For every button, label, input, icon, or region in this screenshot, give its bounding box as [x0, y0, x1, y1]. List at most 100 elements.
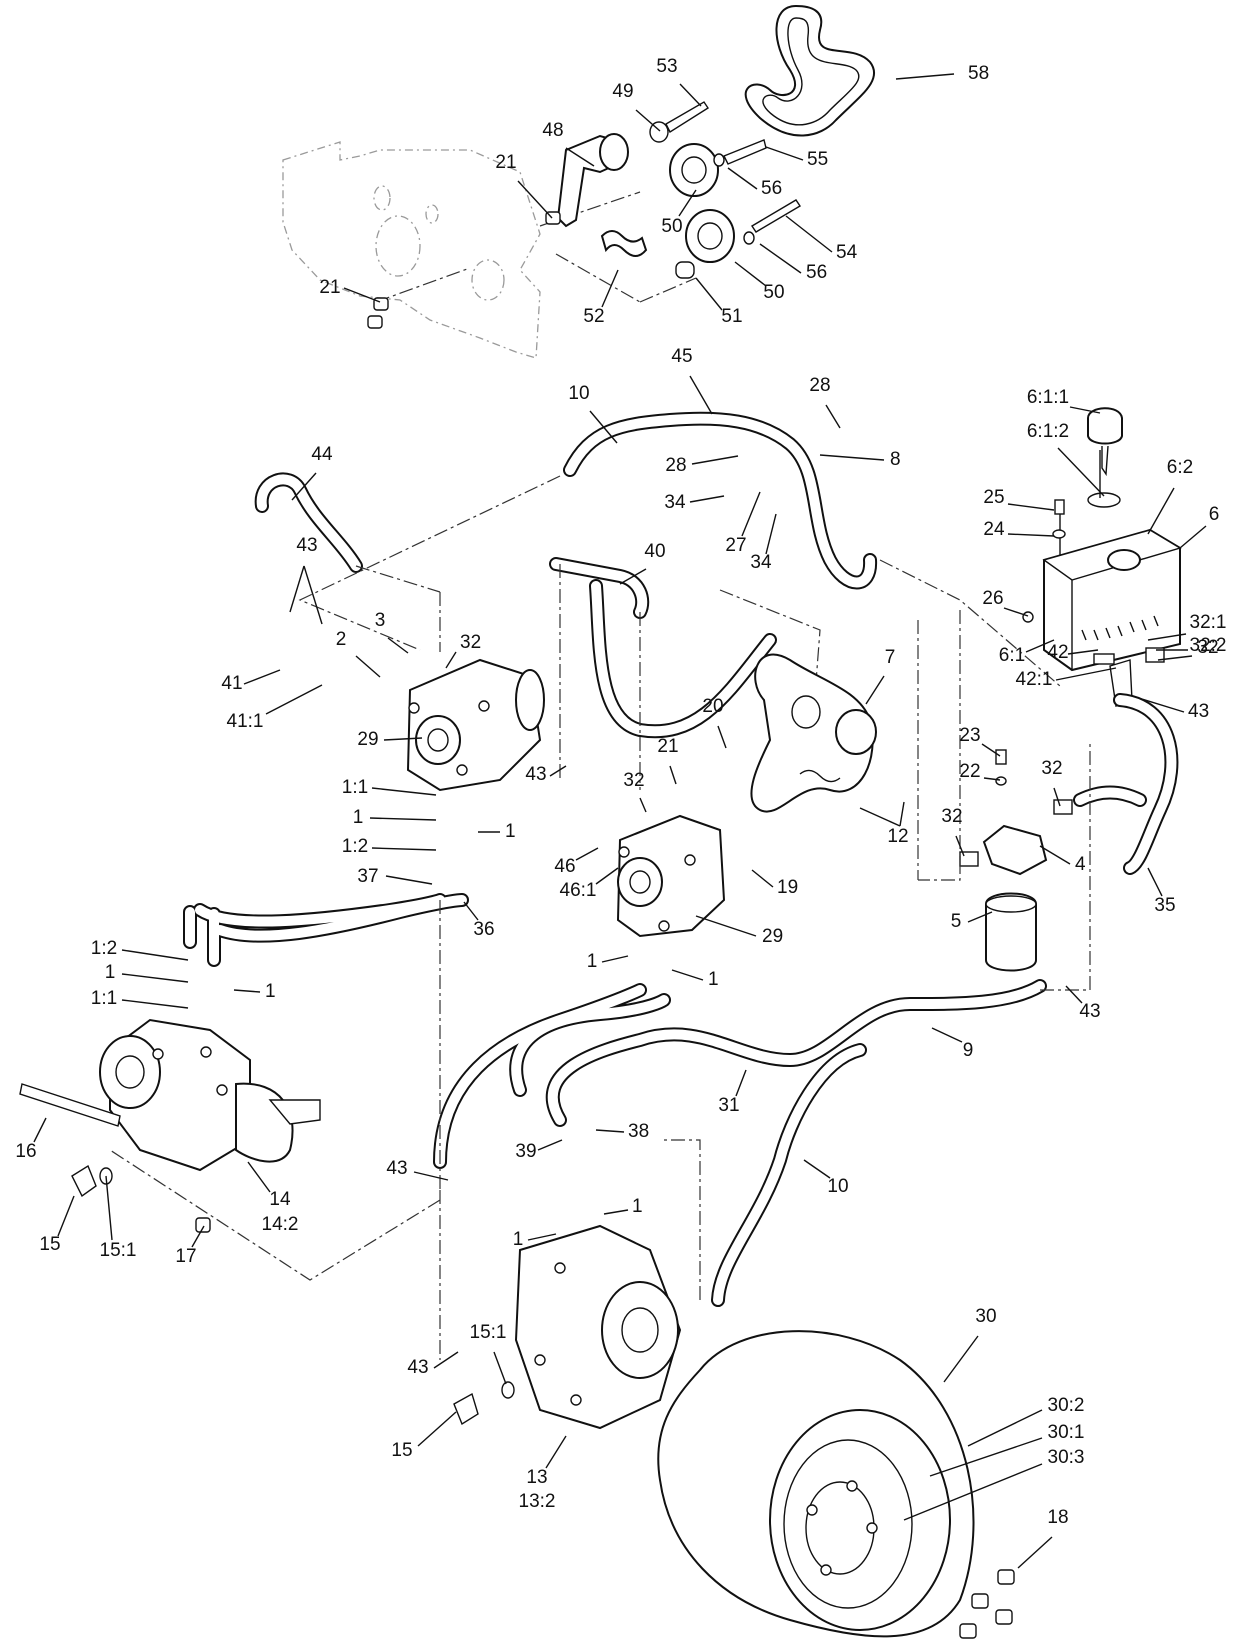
callout-leader-line: [751, 869, 774, 888]
callout-c52: 52: [583, 306, 604, 327]
callout-c22: 22: [959, 761, 980, 782]
callout-leader-line: [1147, 633, 1187, 641]
drive-belt-58: [744, 4, 876, 137]
callout-leader-line: [1157, 655, 1193, 661]
idler-assembly: [367, 101, 801, 329]
callout-c8: 8: [890, 449, 901, 470]
callout-leader-line: [717, 725, 727, 749]
callout-leader-line: [601, 269, 619, 308]
hydraulic-pump-middle: [616, 814, 726, 938]
callout-leader-line: [1053, 787, 1061, 807]
callout-leader-line: [765, 513, 777, 555]
callout-leader-line: [517, 180, 553, 219]
callout-c36: 36: [473, 919, 494, 940]
callout-c1g: 1: [632, 1196, 643, 1217]
callout-leader-line: [1065, 985, 1083, 1004]
callout-c30_2: 30:2: [1048, 1395, 1085, 1416]
callout-c1c: 1: [587, 951, 598, 972]
callout-leader-line: [727, 167, 758, 190]
callout-leader-line: [929, 1437, 1043, 1477]
callout-c51: 51: [721, 306, 742, 327]
callout-leader-line: [545, 1435, 567, 1469]
callout-c27: 27: [725, 535, 746, 556]
callout-leader-line: [493, 1351, 507, 1385]
callout-leader-line: [303, 565, 323, 625]
callout-leader-line: [734, 261, 767, 287]
callout-c1_1b: 1:1: [91, 988, 117, 1009]
hydraulic-reservoir: [1022, 407, 1182, 672]
callout-c48: 48: [542, 120, 563, 141]
callout-c1a: 1: [353, 807, 364, 828]
callout-leader-line: [549, 765, 567, 777]
callout-c6_1_1: 6:1:1: [1027, 387, 1069, 408]
callout-c2: 2: [336, 629, 347, 650]
callout-c18: 18: [1047, 1507, 1068, 1528]
callout-c38: 38: [628, 1121, 649, 1142]
callout-leader-line: [765, 146, 804, 161]
callout-leader-line: [669, 765, 677, 785]
callout-leader-line: [413, 1171, 449, 1181]
callout-c40: 40: [644, 541, 665, 562]
callout-c41: 41: [221, 673, 242, 694]
callout-c14: 14: [269, 1189, 291, 1210]
hydraulic-hoses: [109, 411, 1179, 1360]
callout-c37: 37: [357, 866, 378, 887]
callout-c25: 25: [983, 487, 1004, 508]
callout-c15a: 15: [39, 1234, 60, 1255]
callout-leader-line: [385, 875, 433, 885]
callout-leader-line: [903, 1463, 1043, 1521]
callout-leader-line: [595, 1129, 625, 1133]
callout-c41_1: 41:1: [227, 711, 264, 732]
callout-c31: 31: [718, 1095, 739, 1116]
callout-c10a: 10: [568, 383, 589, 404]
callout-c13_2: 13:2: [519, 1491, 556, 1512]
callout-c5: 5: [951, 911, 962, 932]
callout-c6_2: 6:2: [1167, 457, 1193, 478]
callout-leader-line: [527, 1233, 557, 1241]
callout-c44: 44: [311, 444, 333, 465]
callout-c17: 17: [175, 1246, 196, 1267]
callout-leader-line: [589, 410, 618, 444]
callout-leader-line: [967, 1409, 1043, 1447]
callout-c32a: 32: [460, 632, 481, 653]
callout-c24: 24: [983, 519, 1005, 540]
callout-leader-line: [967, 911, 993, 923]
callout-leader-line: [121, 973, 189, 983]
callout-leader-line: [803, 1159, 831, 1179]
callout-leader-line: [1007, 533, 1055, 537]
callout-c28b: 28: [665, 455, 686, 476]
callout-leader-line: [355, 655, 381, 678]
callout-c39: 39: [515, 1141, 536, 1162]
callout-leader-line: [678, 189, 697, 217]
callout-c32b: 32: [623, 770, 644, 791]
callout-c58: 58: [968, 63, 989, 84]
wheel-tire-assembly: [657, 1330, 1015, 1639]
callout-leader-line: [247, 1161, 271, 1193]
callout-leader-line: [383, 737, 423, 741]
callout-leader-line: [825, 404, 841, 429]
callout-leader-line: [1131, 695, 1185, 713]
callout-c9: 9: [963, 1040, 974, 1061]
callout-leader-line: [691, 455, 739, 465]
callout-leader-line: [417, 1411, 457, 1447]
callout-c43a: 43: [296, 535, 317, 556]
callout-c43b: 43: [525, 764, 546, 785]
callout-leader-line: [1147, 867, 1163, 897]
callout-c1d: 1: [708, 969, 719, 990]
callout-c42_1: 42:1: [1016, 669, 1053, 690]
callout-leader-line: [635, 109, 661, 132]
callout-leader-line: [619, 568, 647, 585]
callout-c32d: 32: [1041, 758, 1062, 779]
frame-plate-phantom: [282, 141, 697, 359]
callout-leader-line: [1039, 845, 1071, 865]
callout-c15_1b: 15:1: [470, 1322, 507, 1343]
callout-c3: 3: [375, 610, 386, 631]
callout-c32_1: 32:1: [1190, 612, 1227, 633]
callout-c43c: 43: [1188, 701, 1209, 722]
callout-c15_1a: 15:1: [100, 1240, 137, 1261]
callout-leader-line: [57, 1195, 75, 1237]
callout-leader-line: [689, 375, 713, 415]
callout-leader-line: [735, 1069, 747, 1097]
callout-leader-line: [565, 147, 595, 167]
